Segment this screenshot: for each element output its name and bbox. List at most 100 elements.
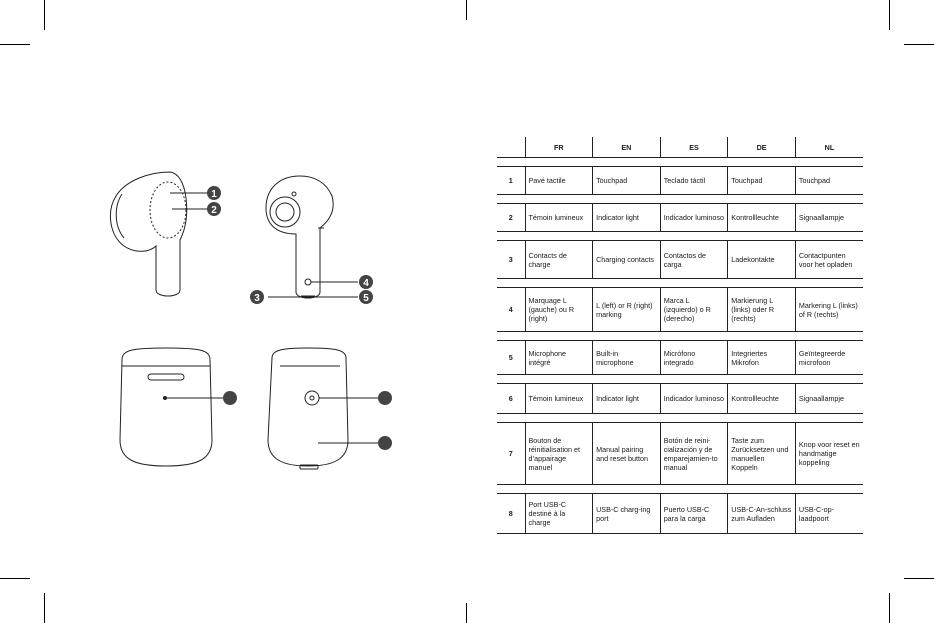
crop-mark [889,0,890,30]
row-number: 8 [497,493,525,534]
table-cell: Bouton de réinitialisation et d’appairag… [524,422,593,485]
crop-mark [889,593,890,623]
table-header-lang: ES [659,137,728,158]
table-cell: Signaallampje [794,383,863,414]
table-cell: Témoin lumineux [524,383,593,414]
table-cell: Taste zum Zurücksetzen und manuellen Kop… [727,422,796,485]
callout-5: 5 [363,293,369,304]
table-cell: Contacts de charge [524,240,593,279]
earbud-front-illustration [265,175,358,299]
table-cell: Teclado táctil [659,166,728,195]
crop-mark [0,578,30,579]
table-cell: Microphone intégré [524,340,593,375]
callout-3: 3 [254,293,260,304]
crop-mark [466,0,467,20]
table-cell: Indicador luminoso [659,203,728,232]
table-cell: Indicator light [592,203,661,232]
table-header-lang: FR [524,137,593,158]
row-number: 4 [497,287,525,332]
table-cell: Botón de reini-cialización y de empareja… [659,422,728,485]
row-number: 3 [497,240,525,279]
row-number: 2 [497,203,525,232]
table-cell: Geïntegreerde microfoon [794,340,863,375]
callout-badge-case-button [378,391,392,405]
earbud-side-illustration [109,171,208,297]
table-header-index [497,137,525,158]
row-number: 7 [497,422,525,485]
crop-mark [904,44,934,45]
table-row-spacer [497,331,863,341]
callout-4: 4 [363,278,369,289]
table-row-spacer [497,157,863,167]
table-cell: Micrófono integrado [659,340,728,375]
table-cell: Indicator light [592,383,661,414]
row-number: 5 [497,340,525,375]
table-cell: Témoin lumineux [524,203,593,232]
table-cell: USB-C-op-laadpoort [794,493,863,534]
table-row-spacer [497,231,863,241]
row-number: 6 [497,383,525,414]
crop-mark [466,603,467,623]
table-cell: Integriertes Mikrofon [727,340,796,375]
case-back-illustration [267,347,378,470]
spacer-cell [497,484,863,494]
case-closed-illustration [119,347,224,467]
table-cell: Manual pairing and reset button [592,422,661,485]
table-cell: Signaallampje [794,203,863,232]
table-cell: Kontrollleuchte [727,203,796,232]
table-cell: Marca L (izquierdo) o R (derecho) [659,287,728,332]
spacer-cell [497,413,863,423]
spacer-cell [497,331,863,341]
crop-mark [0,44,30,45]
callout-1: 1 [211,189,217,200]
callout-badges: 1 2 3 4 5 [207,186,392,450]
table-header-lang: NL [794,137,863,158]
table-cell: Marquage L (gauche) ou R (right) [524,287,593,332]
table-cell: USB-C charg-ing port [592,493,661,534]
table-cell: Markering L (links) of R (rechts) [794,287,863,332]
table-cell: Built-in microphone [592,340,661,375]
table-cell: Kontrollleuchte [727,383,796,414]
table-row-spacer [497,278,863,288]
crop-mark [904,578,934,579]
table-cell: Pavé tactile [524,166,593,195]
product-figure: 1 2 3 4 5 [109,171,392,470]
table-cell: Touchpad [794,166,863,195]
spacer-cell [497,278,863,288]
table-row-spacer [497,194,863,204]
table-cell: Touchpad [727,166,796,195]
table-cell: L (left) or R (right) marking [592,287,661,332]
table-cell: Ladekontakte [727,240,796,279]
table-row-spacer [497,484,863,494]
spacer-cell [497,157,863,167]
table-header-lang: EN [592,137,661,158]
row-number: 1 [497,166,525,195]
table-cell: Charging contacts [592,240,661,279]
table-row-spacer [497,413,863,423]
callout-badge-case-port [378,436,392,450]
table-cell: Port USB-C destiné à la charge [524,493,593,534]
crop-mark [44,0,45,30]
table-header-lang: DE [727,137,796,158]
spacer-cell [497,194,863,204]
spacer-cell [497,231,863,241]
table-cell: Markierung L (links) oder R (rechts) [727,287,796,332]
callout-badge-case-front [223,391,237,405]
table-cell: USB-C-An-schluss zum Aufladen [727,493,796,534]
table-cell: Indicador luminoso [659,383,728,414]
crop-mark [44,593,45,623]
table-cell: Puerto USB-C para la carga [659,493,728,534]
spacer-cell [497,374,863,384]
table-cell: Contactos de carga [659,240,728,279]
table-cell: Touchpad [592,166,661,195]
table-cell: Contactpunten voor het opladen [794,240,863,279]
table-cell: Knop voor reset en handmatige koppeling [794,422,863,485]
